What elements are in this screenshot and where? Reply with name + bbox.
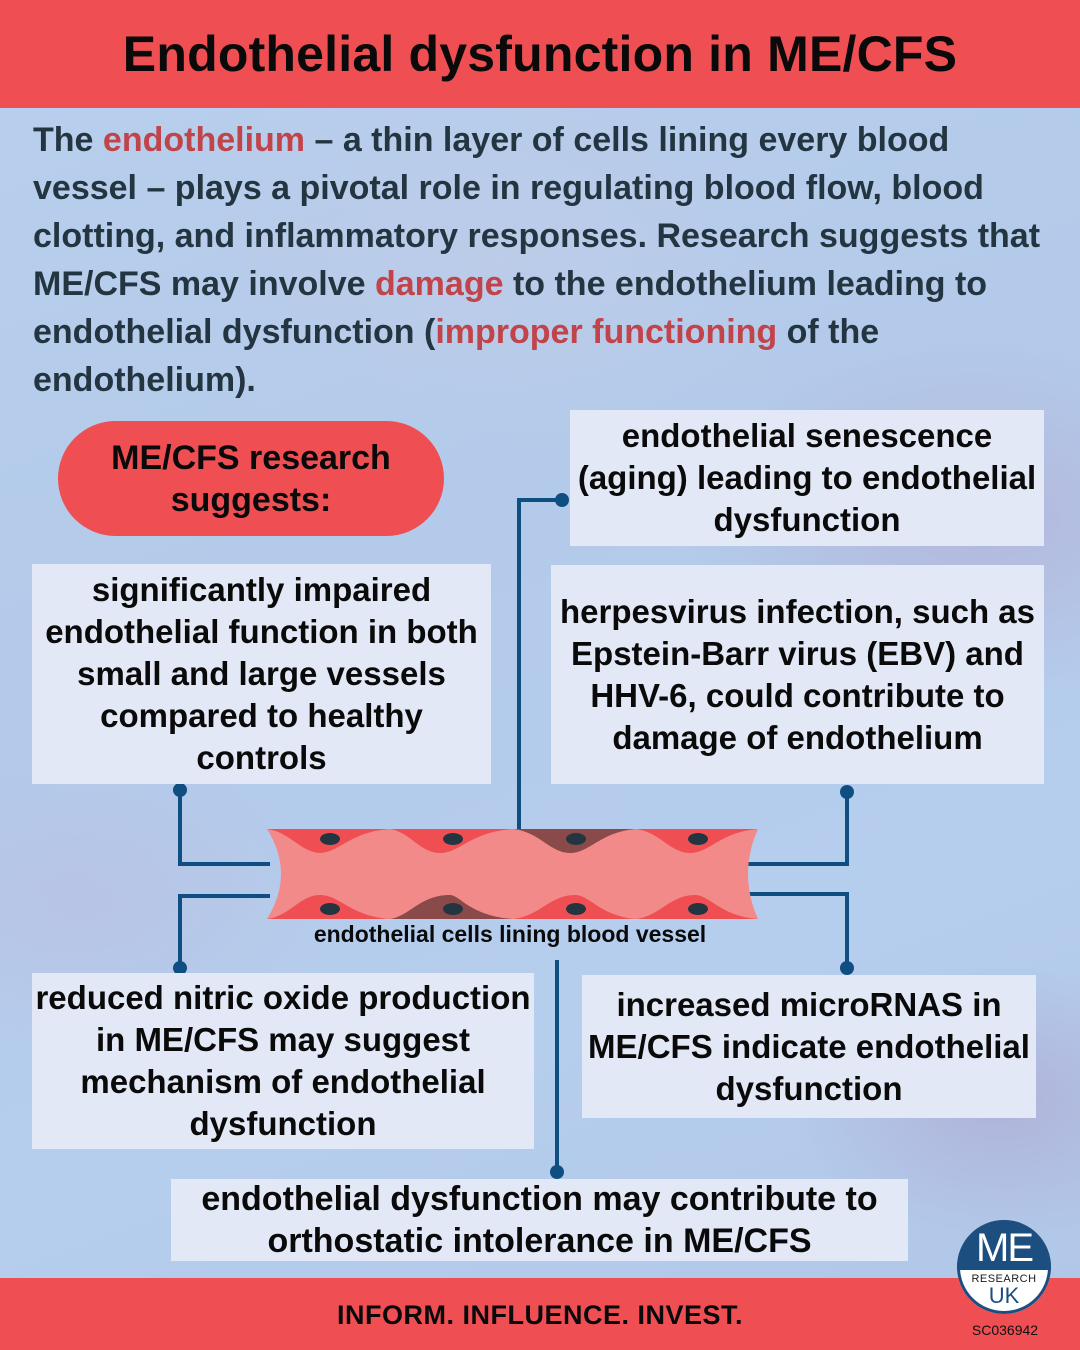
vessel-caption: endothelial cells lining blood vessel (313, 921, 707, 947)
cell-nucleus (320, 833, 340, 845)
finding-text: reduced nitric oxide production in ME/CF… (35, 979, 531, 1142)
cell-nucleus (566, 833, 586, 845)
highlighted-term: endothelium (102, 121, 306, 159)
cell-nucleus (320, 903, 340, 915)
finding-text: endothelial dysfunction may contribute t… (201, 1180, 878, 1260)
finding-nitric-oxide: reduced nitric oxide production in ME/CF… (32, 973, 534, 1149)
finding-orthostatic-intolerance: endothelial dysfunction may contribute t… (171, 1179, 908, 1261)
intro-text: – a thin layer of cells lining every blo… (33, 121, 1041, 303)
highlighted-term: damage (375, 265, 504, 303)
cell-nucleus (688, 833, 708, 845)
logo-uk-text: UK (988, 1283, 1020, 1308)
intro-paragraph: The endothelium – a thin layer of cells … (33, 116, 1053, 404)
cell-nucleus (443, 833, 463, 845)
intro-text: to the endothelium leading to endothelia… (33, 265, 988, 351)
logo-me-text: ME (957, 1220, 1051, 1270)
cell-nucleus (566, 903, 586, 915)
finding-text: increased microRNAS in ME/CFS indicate e… (588, 985, 1030, 1107)
cell-nucleus (443, 903, 463, 915)
finding-text: endothelial senescence (aging) leading t… (577, 417, 1037, 538)
finding-herpesvirus: herpesvirus infection, such as Epstein-B… (551, 565, 1044, 784)
page-title: Endothelial dysfunction in ME/CFS (122, 26, 958, 82)
highlighted-term: improper functioning (435, 313, 778, 351)
intro-text: of the endothelium). (33, 313, 880, 399)
vessel-lumen (267, 829, 758, 919)
finding-micrornas: increased microRNAS in ME/CFS indicate e… (582, 975, 1036, 1118)
charity-number: SC036942 (971, 1322, 1039, 1338)
me-research-uk-logo: ME RESEARCH UK (957, 1220, 1051, 1314)
finding-senescence: endothelial senescence (aging) leading t… (570, 410, 1044, 546)
finding-text: herpesvirus infection, such as Epstein-B… (560, 592, 1035, 756)
finding-text: significantly impaired endothelial funct… (45, 571, 478, 776)
footer-tagline: INFORM. INFLUENCE. INVEST. (336, 1300, 744, 1330)
footer-banner (0, 1278, 1080, 1350)
header-banner: Endothelial dysfunction in ME/CFS (0, 0, 1080, 108)
finding-impaired-function: significantly impaired endothelial funct… (32, 564, 491, 784)
cell-nucleus (688, 903, 708, 915)
research-suggests-label: ME/CFS research suggests: (58, 421, 444, 536)
intro-text: The (33, 121, 103, 159)
logo-research-text: RESEARCH (971, 1273, 1037, 1285)
